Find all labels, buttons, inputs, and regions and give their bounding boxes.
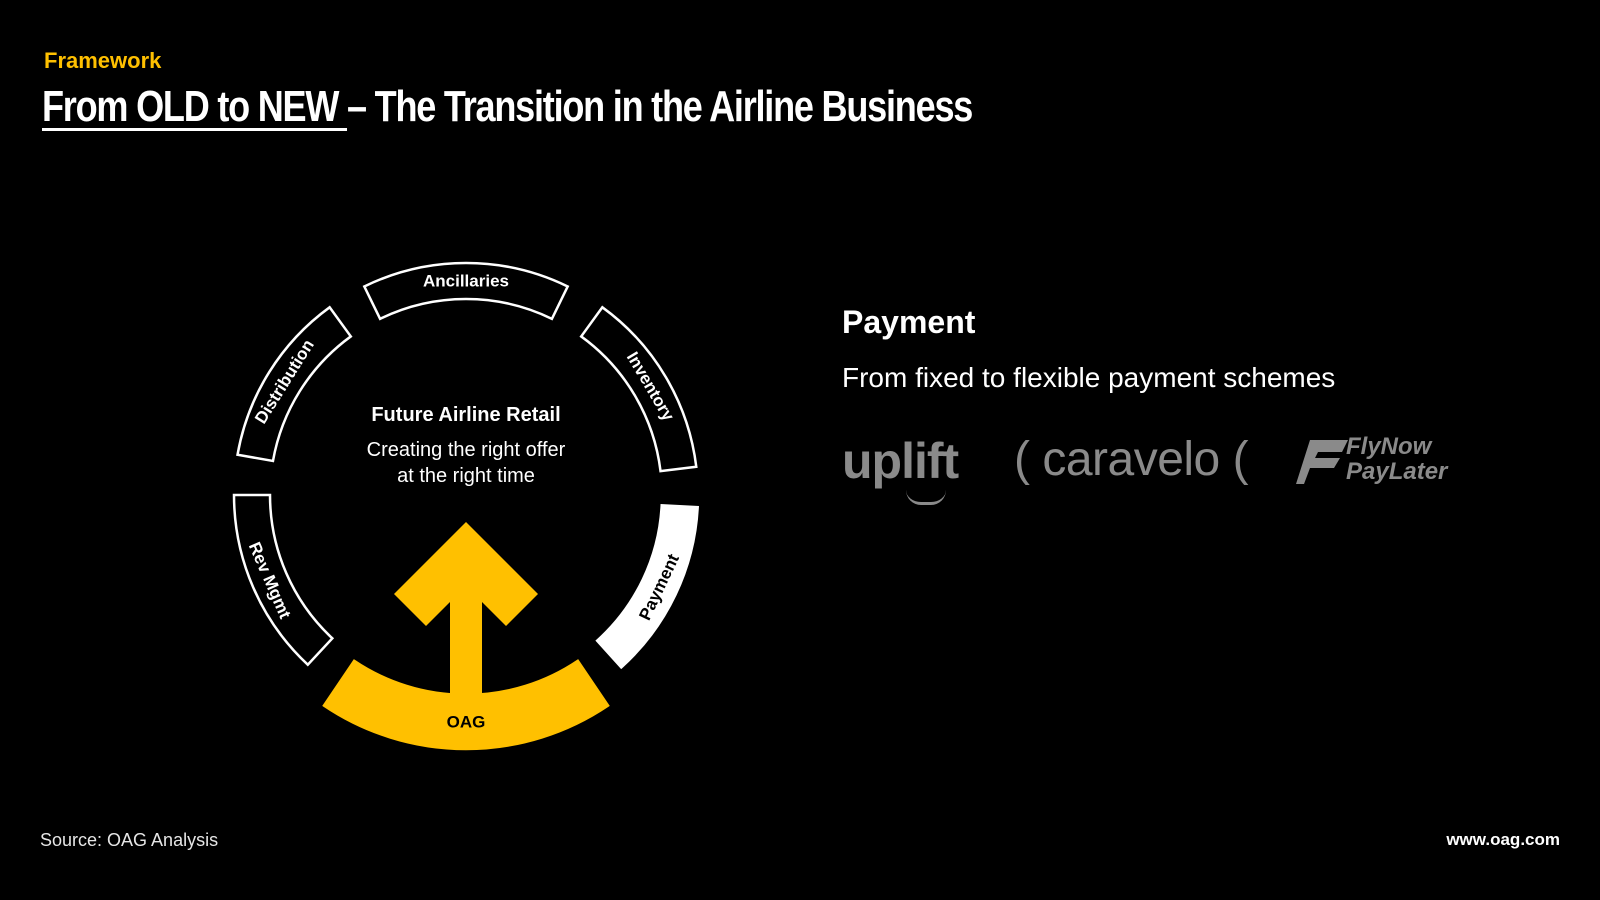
uplift-smile-icon bbox=[906, 490, 946, 505]
ring-segment-inventory bbox=[579, 305, 698, 473]
flynow-mark-icon bbox=[1296, 440, 1348, 484]
detail-heading: Payment bbox=[842, 304, 976, 340]
center-line-2: at the right time bbox=[397, 465, 535, 487]
ring-segment-rev-mgmt bbox=[232, 493, 335, 667]
flynow-line-1: FlyNow bbox=[1346, 433, 1432, 460]
slide-title: From OLD to NEW – The Transition in the … bbox=[42, 82, 973, 132]
ring-segment-distribution bbox=[236, 305, 353, 463]
source-note: Source: OAG Analysis bbox=[40, 830, 219, 850]
ring-label-ancillaries: Ancillaries bbox=[423, 272, 509, 291]
flynow-line-2: PayLater bbox=[1346, 458, 1448, 485]
title-rest: – The Transition in the Airline Business bbox=[347, 82, 973, 131]
detail-subheading: From fixed to flexible payment schemes bbox=[842, 362, 1336, 393]
up-arrow bbox=[394, 522, 538, 710]
caravelo-logo: ( caravelo ( bbox=[1014, 432, 1249, 487]
uplift-logo-text: uplift bbox=[842, 433, 959, 489]
ring-segment-payment bbox=[595, 503, 699, 670]
ring-label-rev-mgmt: Rev Mgmt bbox=[245, 539, 295, 621]
center-title: Future Airline Retail bbox=[371, 404, 560, 426]
center-line-1: Creating the right offer bbox=[367, 439, 566, 461]
framework-kicker: Framework bbox=[44, 48, 162, 73]
title-underlined-part: From OLD to NEW bbox=[42, 82, 348, 131]
flynow-logo-text: FlyNow PayLater bbox=[1346, 434, 1447, 484]
uplift-logo: uplift bbox=[842, 432, 959, 505]
flynow-paylater-logo: FlyNow PayLater bbox=[1296, 434, 1476, 490]
ring-label-oag: OAG bbox=[447, 713, 486, 732]
ring-segment-ancillaries bbox=[362, 261, 570, 321]
caravelo-logo-text: ( caravelo ( bbox=[1014, 433, 1249, 486]
website-url[interactable]: www.oag.com bbox=[1446, 830, 1560, 849]
